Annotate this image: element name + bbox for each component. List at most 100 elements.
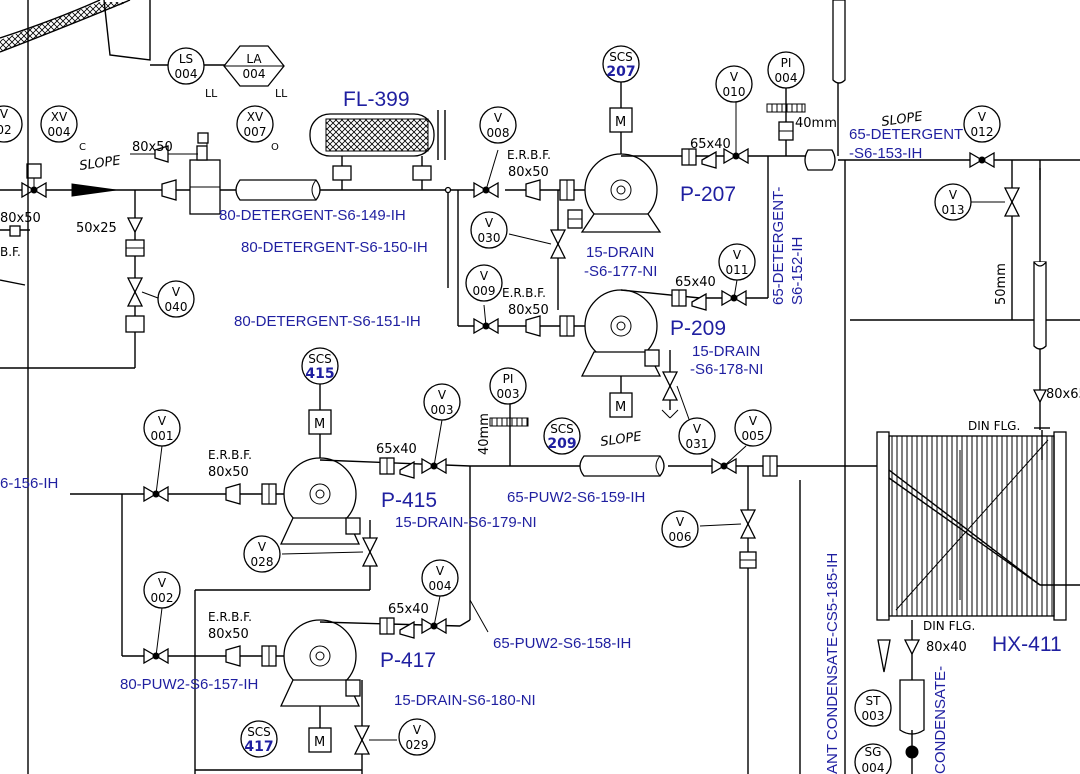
instrument-number: 029 — [406, 738, 429, 752]
label-p415: P-415 — [381, 489, 437, 512]
motor-p417: M — [314, 735, 325, 750]
line-label-153a: 65-DETERGENT — [849, 126, 963, 143]
instrument-bubble — [157, 280, 195, 318]
sg-num: 004 — [862, 761, 885, 774]
instrument-number: 012 — [971, 125, 994, 139]
instrument-number: 003 — [431, 403, 454, 417]
instrument-bubble — [240, 720, 278, 758]
label-fl399: FL-399 — [343, 88, 410, 111]
reducer-80x50-f: 80x50 — [208, 627, 249, 642]
p417-lines — [143, 595, 489, 774]
instrument-bubble — [934, 183, 972, 221]
reducer-65x40-b: 65x40 — [675, 275, 716, 290]
reducer-65x40-a: 65x40 — [690, 137, 731, 152]
label-p209: P-209 — [670, 317, 726, 340]
instrument-bubble — [301, 347, 339, 385]
instrument-bubble — [243, 535, 281, 573]
filter-fl399 — [309, 110, 446, 190]
instrument-bubble — [236, 105, 274, 143]
instrument-type: V — [693, 422, 702, 436]
instrument-number: 028 — [251, 555, 274, 569]
instrument-type: ST — [866, 694, 882, 708]
erbf-1: E.R.B.F. — [507, 148, 551, 162]
instrument-number: 003 — [862, 709, 885, 723]
instrument-type: V — [494, 111, 503, 125]
instrument-number: 207 — [606, 64, 635, 80]
instrument-type: V — [676, 515, 685, 529]
reducer-80x50-e: 80x50 — [208, 465, 249, 480]
instrument-number: 004 — [429, 579, 452, 593]
line-label-152b: S6-152-IH — [789, 237, 806, 305]
o-note: O — [271, 142, 279, 153]
instrument-bubble — [465, 264, 503, 302]
edge-instrument-num: 02 — [0, 123, 12, 137]
instrument-type: V — [480, 269, 489, 283]
instrument-number: 417 — [244, 739, 273, 755]
instrument-bubble — [678, 417, 716, 455]
instrument-type: XV — [51, 110, 68, 124]
instrument-type: V — [733, 248, 742, 262]
instrument-number: 002 — [151, 591, 174, 605]
motor-p207: M — [615, 115, 626, 130]
instrument-type: XV — [247, 110, 264, 124]
line-label-180: 15-DRAIN-S6-180-NI — [394, 692, 536, 709]
sg-top: SG — [865, 745, 882, 759]
line-label-156: 6-156-IH — [0, 475, 58, 492]
suction-headers — [444, 149, 590, 337]
instrument-bubble — [143, 571, 181, 609]
instrument-type: LS — [179, 52, 193, 66]
line-label-177b: -S6-177-NI — [584, 263, 657, 280]
instrument-number: 005 — [742, 429, 765, 443]
vessel-partial — [0, 0, 229, 66]
instrument-number: 009 — [473, 284, 496, 298]
instrument-number: 007 — [244, 125, 267, 139]
instrument-number: 415 — [305, 366, 334, 382]
bf-note: B.F. — [0, 245, 21, 259]
reducer-80x65: 80x65 — [1046, 387, 1080, 402]
reducer-80x50-d: 80x50 — [508, 303, 549, 318]
instrument-bubble — [963, 105, 1001, 143]
reducer-50x25: 50x25 — [76, 221, 117, 236]
instrument-bubble — [470, 211, 508, 249]
line-label-179: 15-DRAIN-S6-179-NI — [395, 514, 537, 531]
erbf-4: E.R.B.F. — [208, 610, 252, 624]
din-flange-2: DIN FLG. — [923, 619, 975, 633]
reducer-80x40: 80x40 — [926, 640, 967, 655]
erbf-3: E.R.B.F. — [208, 448, 252, 462]
instrument-bubble — [489, 367, 527, 405]
instrument-number: 010 — [723, 85, 746, 99]
instrument-bubble — [143, 409, 181, 447]
motor-p209: M — [615, 400, 626, 415]
instrument-type: SCS — [550, 422, 574, 436]
line-label-151: 80-DETERGENT-S6-151-IH — [234, 313, 421, 330]
instrument-bubble — [423, 383, 461, 421]
c-note: C — [79, 142, 86, 153]
instrument-type: V — [749, 414, 758, 428]
drain-branch-040 — [125, 190, 159, 368]
instrument-type: LA — [246, 52, 262, 66]
line-label-178b: -S6-178-NI — [690, 361, 763, 378]
instrument-type: V — [438, 388, 447, 402]
reducer-80x50-c: 80x50 — [508, 165, 549, 180]
label-hx411: HX-411 — [992, 633, 1062, 656]
instrument-number: 040 — [165, 300, 188, 314]
line-label-152a: 65-DETERGENT- — [770, 187, 787, 305]
edge-instrument-top: V — [0, 107, 9, 121]
instrument-number: 004 — [175, 67, 198, 81]
detergent-line-149 — [0, 132, 590, 215]
